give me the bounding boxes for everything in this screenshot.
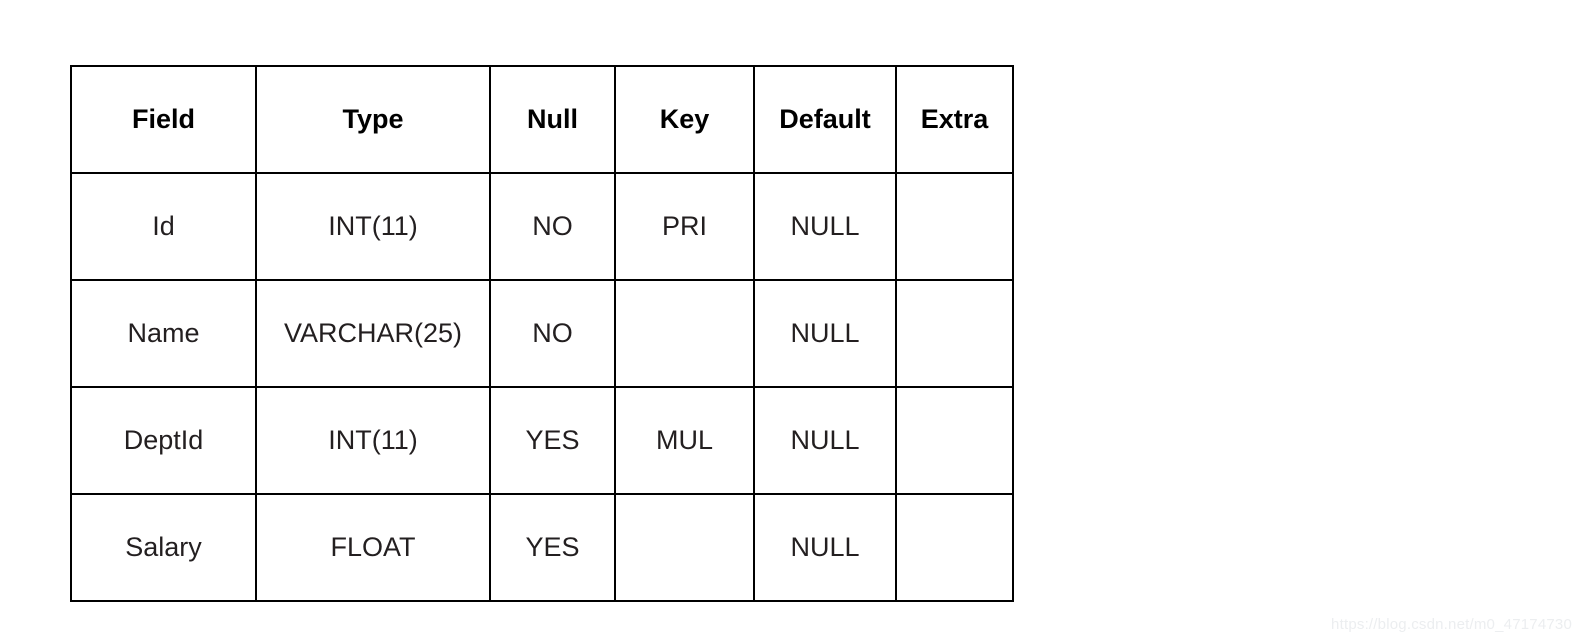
cell-type: VARCHAR(25) xyxy=(255,279,491,388)
cell-type: INT(11) xyxy=(255,172,491,281)
table-header: Field Type Null Key Default Extra xyxy=(70,65,1014,174)
cell-null: NO xyxy=(489,172,616,281)
cell-default: NULL xyxy=(753,386,897,495)
cell-type: FLOAT xyxy=(255,493,491,602)
cell-null: NO xyxy=(489,279,616,388)
cell-extra xyxy=(895,172,1014,281)
cell-null: YES xyxy=(489,386,616,495)
cell-key xyxy=(614,279,755,388)
cell-field: Name xyxy=(70,279,257,388)
schema-table-container: Field Type Null Key Default Extra Id INT… xyxy=(70,65,1014,602)
table-row: Name VARCHAR(25) NO NULL xyxy=(70,279,1014,388)
column-header-null: Null xyxy=(489,65,616,174)
table-row: DeptId INT(11) YES MUL NULL xyxy=(70,386,1014,495)
table-row: Id INT(11) NO PRI NULL xyxy=(70,172,1014,281)
column-header-default: Default xyxy=(753,65,897,174)
cell-default: NULL xyxy=(753,279,897,388)
table-body: Id INT(11) NO PRI NULL Name VARCHAR(25) … xyxy=(70,172,1014,602)
watermark-url: https://blog.csdn.net/m0_47174730 xyxy=(1331,616,1572,633)
table-header-row: Field Type Null Key Default Extra xyxy=(70,65,1014,174)
cell-field: DeptId xyxy=(70,386,257,495)
cell-key xyxy=(614,493,755,602)
cell-default: NULL xyxy=(753,172,897,281)
cell-default: NULL xyxy=(753,493,897,602)
column-header-key: Key xyxy=(614,65,755,174)
cell-type: INT(11) xyxy=(255,386,491,495)
cell-extra xyxy=(895,279,1014,388)
cell-extra xyxy=(895,493,1014,602)
column-header-extra: Extra xyxy=(895,65,1014,174)
table-row: Salary FLOAT YES NULL xyxy=(70,493,1014,602)
cell-extra xyxy=(895,386,1014,495)
cell-field: Salary xyxy=(70,493,257,602)
cell-key: MUL xyxy=(614,386,755,495)
cell-key: PRI xyxy=(614,172,755,281)
column-header-field: Field xyxy=(70,65,257,174)
cell-null: YES xyxy=(489,493,616,602)
column-header-type: Type xyxy=(255,65,491,174)
cell-field: Id xyxy=(70,172,257,281)
schema-table: Field Type Null Key Default Extra Id INT… xyxy=(70,65,1014,602)
